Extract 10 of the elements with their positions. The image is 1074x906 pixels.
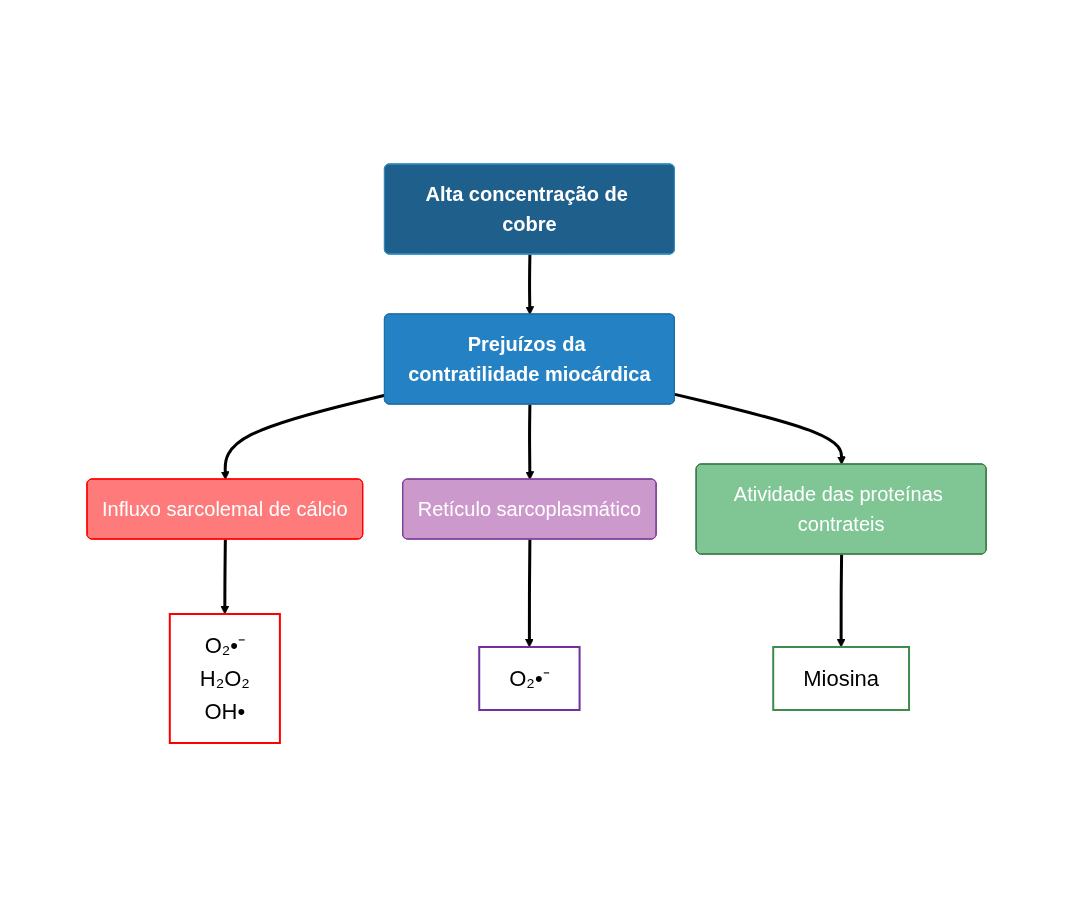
arrow [525, 403, 535, 480]
arrow [221, 393, 386, 480]
arrow [525, 253, 535, 315]
arrow [837, 553, 846, 647]
node-box: O₂•⁻ H₂O₂ OH• [169, 612, 282, 744]
node-box: Miosina [772, 645, 911, 711]
arrow [220, 539, 230, 614]
node-box: O₂•⁻ [478, 645, 581, 711]
arrow [675, 392, 847, 465]
arrow [525, 539, 535, 647]
